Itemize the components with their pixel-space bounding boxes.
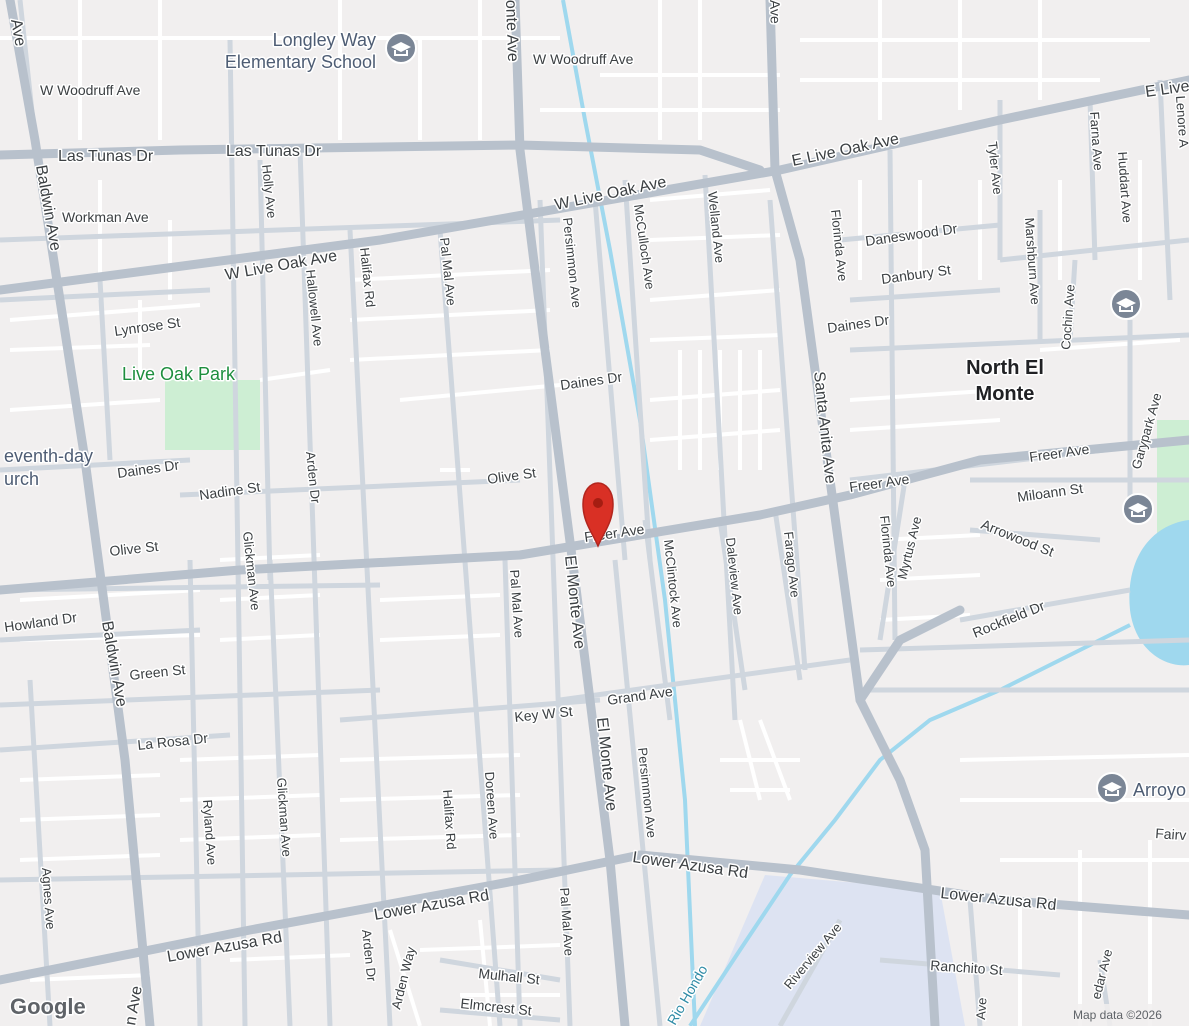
arroyo-label: Arroyo (1133, 780, 1186, 800)
school-icon[interactable] (385, 32, 417, 64)
place-label-line1: North El (966, 357, 1044, 379)
park-label: Live Oak Park (122, 364, 236, 384)
street-label: Pal Mal Ave (557, 887, 577, 956)
school-icon[interactable] (1096, 772, 1128, 804)
reservoir (1129, 520, 1189, 666)
street-label: Cochin Ave (1058, 284, 1078, 350)
place-labels: Longley Way Elementary School Live Oak P… (3, 29, 1188, 1026)
school-label-line2: Elementary School (225, 52, 376, 72)
street-label: onte Ave (502, 0, 521, 62)
street-label: Tyler Ave (985, 141, 1005, 196)
street-label: Holly Ave (259, 164, 280, 219)
street-label: Pal Mal Ave (507, 569, 527, 638)
location-pin-icon[interactable] (582, 482, 614, 548)
street-label: Doreen Ave (482, 771, 502, 840)
street-label: Lenore A (1173, 95, 1189, 148)
street-label: Huddart Ave (1115, 151, 1135, 223)
live-oak-park-area (165, 380, 260, 450)
street-label: Ave (767, 0, 784, 24)
street-label: Farna Ave (1087, 111, 1106, 171)
street-label: Ave (973, 997, 990, 1020)
school-icon[interactable] (1122, 493, 1154, 525)
school-icon[interactable] (1110, 288, 1142, 320)
map-attribution[interactable]: Map data ©2026 (1073, 1008, 1162, 1022)
place-label-line2: Monte (976, 383, 1035, 405)
street-label: Halifax Rd (440, 789, 459, 850)
street-label: Fairv (1155, 825, 1187, 843)
water-channel-east (688, 623, 1131, 1026)
street-label: Arden Dr (359, 929, 379, 983)
street-label: Agnes Ave (39, 867, 58, 930)
attribution-background (1070, 1004, 1189, 1026)
street-label: Pal Mal Ave (437, 237, 459, 307)
street-label: W Woodruff Ave (40, 82, 141, 98)
school-label-line1: Longley Way (273, 30, 376, 50)
street-label: Las Tunas Dr (226, 143, 322, 160)
google-logo[interactable]: Google (9, 993, 88, 1021)
church-label-line1: eventh-day (4, 446, 93, 466)
street-label: Arden Dr (303, 451, 323, 505)
street-label: Ryland Ave (200, 799, 220, 865)
street-label: W Woodruff Ave (533, 51, 634, 67)
street-label: Glickman Ave (274, 777, 294, 857)
street-label: Workman Ave (62, 209, 149, 225)
church-label-line2: urch (4, 469, 39, 489)
street-label: Las Tunas Dr (58, 148, 154, 165)
